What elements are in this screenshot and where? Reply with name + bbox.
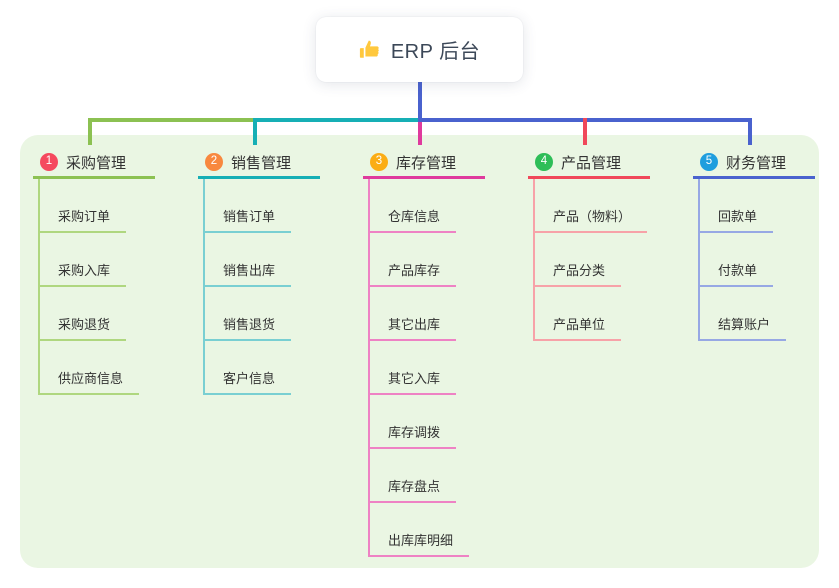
branch-title[interactable]: 1 采购管理	[33, 148, 155, 179]
child-node[interactable]: 产品分类	[535, 233, 622, 287]
root-connector-line	[418, 82, 422, 122]
child-node[interactable]: 付款单	[700, 233, 774, 287]
child-node[interactable]: 产品（物料）	[535, 179, 648, 233]
branch: 4 产品管理 产品（物料）产品分类产品单位	[528, 148, 660, 341]
branch-children: 采购订单采购入库采购退货供应商信息	[38, 179, 165, 395]
branch-children: 销售订单销售出库销售退货客户信息	[203, 179, 330, 395]
branch-label: 库存管理	[396, 154, 457, 172]
child-node[interactable]: 产品库存	[370, 233, 457, 287]
drop-branch-2	[253, 118, 257, 145]
child-node[interactable]: 销售订单	[205, 179, 292, 233]
branches-panel	[20, 135, 819, 568]
branch-title[interactable]: 4 产品管理	[528, 148, 650, 179]
drop-branch-3	[418, 122, 422, 145]
child-node[interactable]: 库存盘点	[370, 449, 457, 503]
branch-badge: 4	[535, 153, 553, 171]
child-node[interactable]: 供应商信息	[40, 341, 140, 395]
drop-branch-1	[88, 118, 92, 145]
branch-badge: 1	[40, 153, 58, 171]
branch-label: 财务管理	[726, 154, 787, 172]
branch-children: 产品（物料）产品分类产品单位	[533, 179, 660, 341]
branch: 1 采购管理 采购订单采购入库采购退货供应商信息	[33, 148, 165, 395]
rail-branch-2	[253, 118, 422, 122]
branch-badge: 5	[700, 153, 718, 171]
child-node[interactable]: 销售出库	[205, 233, 292, 287]
branch-badge: 3	[370, 153, 388, 171]
child-node[interactable]: 销售退货	[205, 287, 292, 341]
drop-branch-4	[583, 118, 587, 145]
branch-label: 产品管理	[561, 154, 622, 172]
child-node[interactable]: 结算账户	[700, 287, 787, 341]
drop-branch-5	[748, 118, 752, 145]
child-node[interactable]: 采购退货	[40, 287, 127, 341]
child-node[interactable]: 其它出库	[370, 287, 457, 341]
child-node[interactable]: 回款单	[700, 179, 774, 233]
branch-title[interactable]: 2 销售管理	[198, 148, 320, 179]
child-node[interactable]: 其它入库	[370, 341, 457, 395]
branch: 2 销售管理 销售订单销售出库销售退货客户信息	[198, 148, 330, 395]
child-node[interactable]: 库存调拨	[370, 395, 457, 449]
branch-children: 仓库信息产品库存其它出库其它入库库存调拨库存盘点出库库明细	[368, 179, 495, 557]
root-node[interactable]: ERP 后台	[316, 17, 523, 82]
branch-title[interactable]: 3 库存管理	[363, 148, 485, 179]
child-node[interactable]: 采购入库	[40, 233, 127, 287]
branch-label: 采购管理	[66, 154, 127, 172]
branch: 5 财务管理 回款单付款单结算账户	[693, 148, 825, 341]
root-label: ERP 后台	[390, 41, 481, 63]
child-node[interactable]: 产品单位	[535, 287, 622, 341]
child-node[interactable]: 仓库信息	[370, 179, 457, 233]
child-node[interactable]: 采购订单	[40, 179, 127, 233]
branch-badge: 2	[205, 153, 223, 171]
branch-title[interactable]: 5 财务管理	[693, 148, 815, 179]
child-node[interactable]: 客户信息	[205, 341, 292, 395]
rail-branch-1	[88, 118, 255, 122]
branch-children: 回款单付款单结算账户	[698, 179, 825, 341]
thumbs-up-icon	[359, 39, 381, 61]
child-node[interactable]: 出库库明细	[370, 503, 470, 557]
branch: 3 库存管理 仓库信息产品库存其它出库其它入库库存调拨库存盘点出库库明细	[363, 148, 495, 557]
branch-label: 销售管理	[231, 154, 292, 172]
